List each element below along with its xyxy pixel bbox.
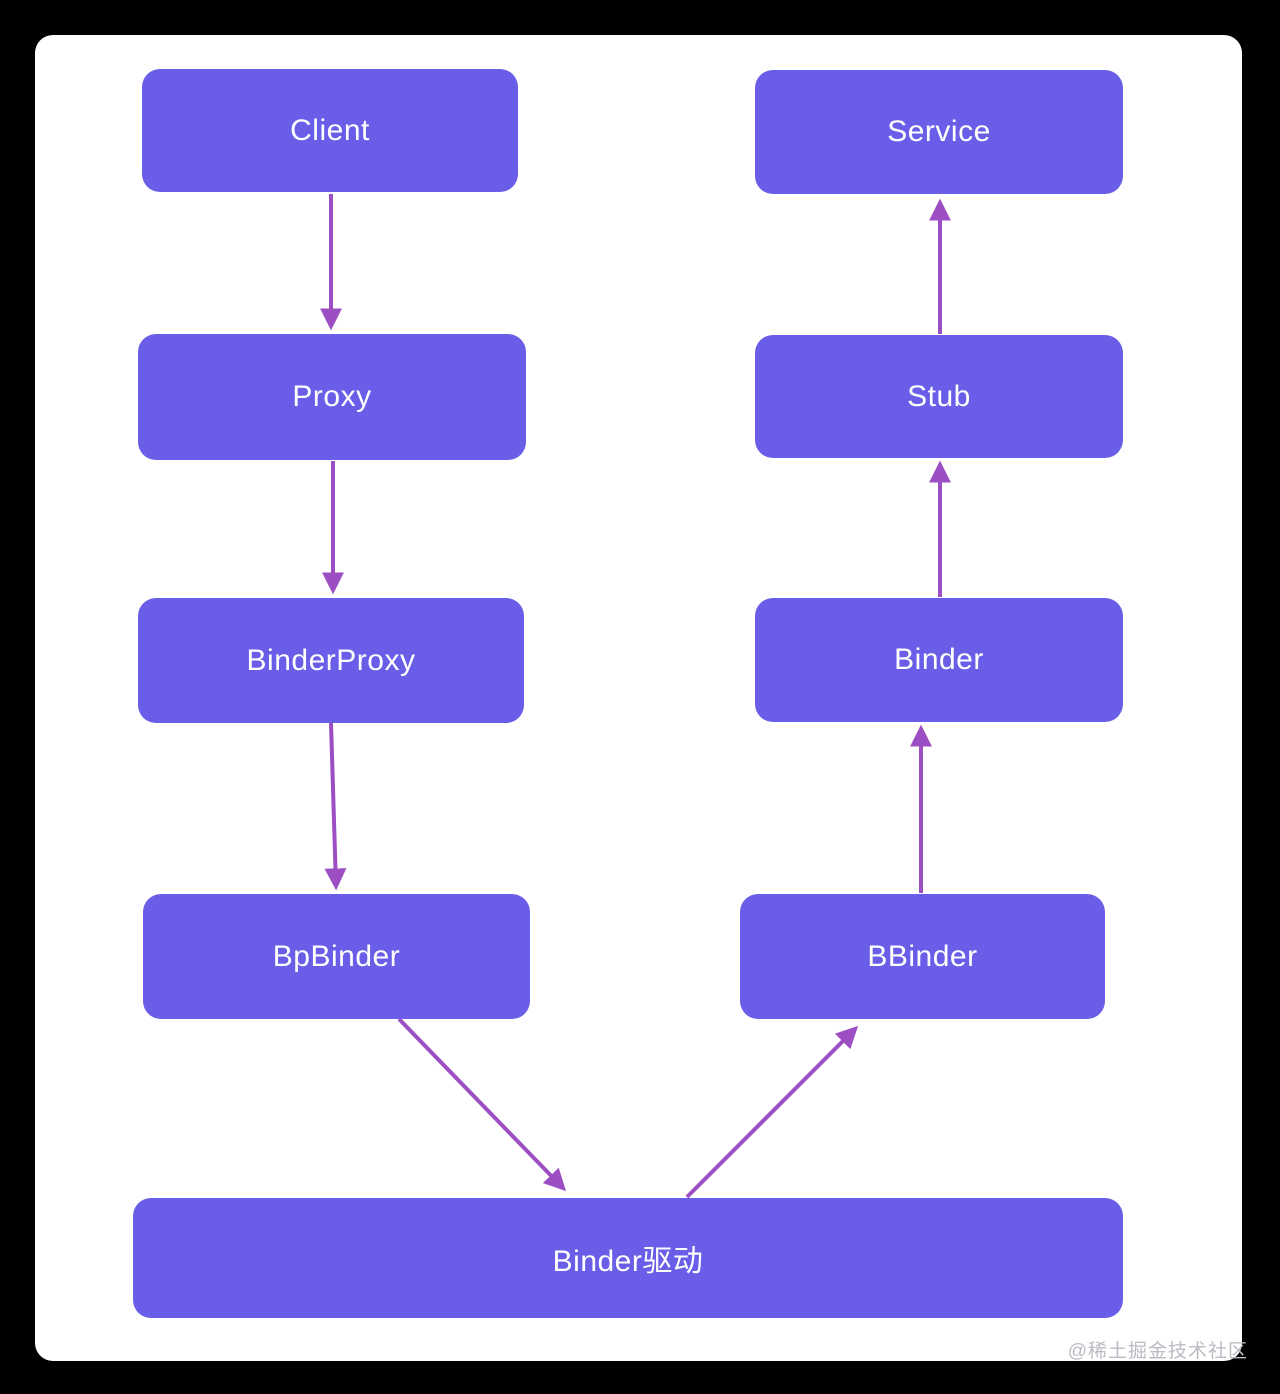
node-service-label: Service (887, 115, 991, 148)
node-binderproxy: BinderProxy (138, 598, 524, 723)
node-binder-label: Binder (894, 643, 984, 676)
node-binderproxy-label: BinderProxy (246, 643, 416, 677)
node-binder: Binder (755, 598, 1123, 722)
node-client: Client (142, 69, 518, 192)
node-bbinder: BBinder (740, 894, 1105, 1019)
node-bpbinder-label: BpBinder (272, 939, 401, 973)
node-proxy: Proxy (138, 334, 526, 460)
node-bpbinder: BpBinder (143, 894, 530, 1019)
node-binder-driver: Binder驱动 (133, 1198, 1123, 1318)
node-service: Service (755, 70, 1123, 194)
node-stub: Stub (755, 335, 1123, 458)
node-binder-driver-label: Binder驱动 (552, 1245, 704, 1278)
watermark: @稀土掘金技术社区 (1067, 1341, 1248, 1362)
node-bbinder-label: BBinder (867, 939, 978, 973)
node-proxy-label: Proxy (292, 380, 372, 413)
node-stub-label: Stub (907, 379, 971, 413)
node-client-label: Client (290, 113, 370, 147)
